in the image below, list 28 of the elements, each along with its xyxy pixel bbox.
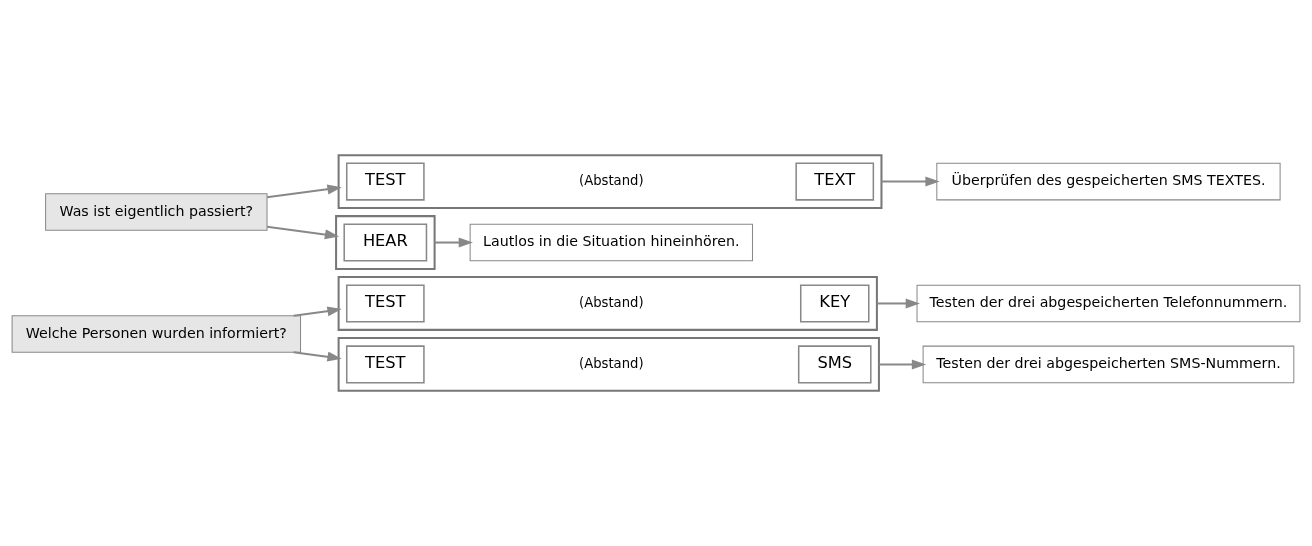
arrow bbox=[434, 237, 473, 248]
cluster bbox=[335, 215, 436, 270]
node-box: Welche Personen wurden informiert? bbox=[11, 315, 302, 353]
node-box: Was ist eigentlich passiert? bbox=[45, 193, 268, 231]
node-box: Überprüfen des gespeicherten SMS TEXTES. bbox=[936, 162, 1281, 201]
cluster bbox=[337, 276, 878, 331]
node-box: SMS bbox=[797, 345, 872, 384]
arrow bbox=[878, 359, 927, 370]
node-box: TEST bbox=[346, 345, 425, 384]
node-box: HEAR bbox=[343, 223, 428, 262]
cluster bbox=[337, 154, 883, 209]
node-box: TEST bbox=[346, 284, 425, 323]
arrow bbox=[881, 176, 940, 187]
label: (Abstand) bbox=[579, 173, 644, 189]
node-box: TEST bbox=[346, 162, 425, 201]
arrow bbox=[876, 298, 920, 309]
label: (Abstand) bbox=[579, 294, 644, 310]
node-box: Lautlos in die Situation hineinhören. bbox=[469, 223, 753, 262]
node-box: Testen der drei abgespeicherten Telefonnummern. bbox=[916, 284, 1301, 323]
arrow bbox=[293, 351, 342, 362]
node-box: KEY bbox=[799, 284, 870, 323]
node-box: TEXT bbox=[795, 162, 875, 201]
cluster bbox=[337, 337, 880, 392]
node-box: Testen der drei abgespeicherten SMS-Nummern. bbox=[922, 345, 1295, 384]
arrow bbox=[267, 225, 340, 240]
arrow bbox=[293, 306, 342, 317]
label: (Abstand) bbox=[579, 355, 644, 371]
arrow bbox=[267, 184, 342, 199]
